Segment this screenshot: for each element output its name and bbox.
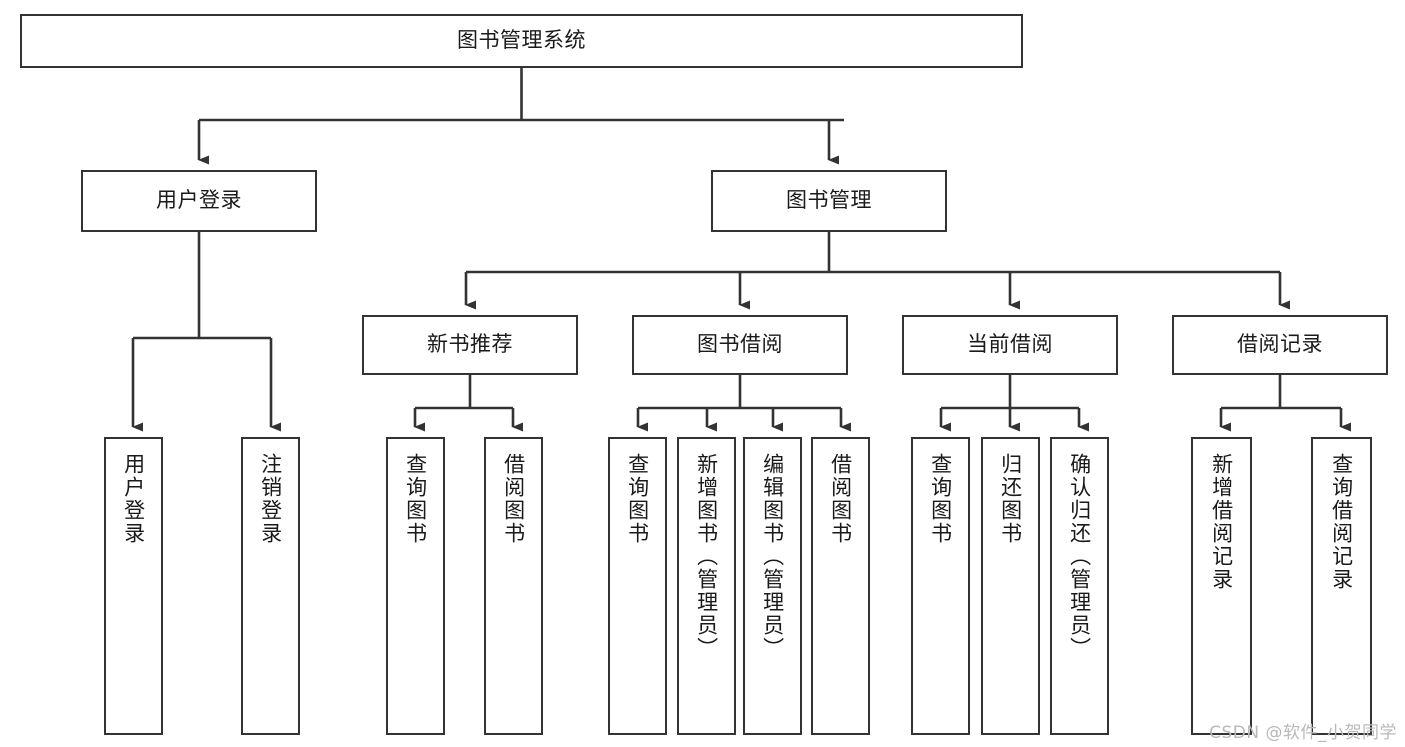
node-label: 图书管理 [786,188,872,213]
leaf-current-borrow-return[interactable]: 归还图书 [981,437,1040,735]
node-user-login[interactable]: 用户登录 [81,170,317,232]
node-label: 图书借阅 [697,332,783,357]
node-book-borrow[interactable]: 图书借阅 [632,315,848,375]
node-label: 图书管理系统 [457,28,586,53]
node-label: 借阅图书 [501,453,526,545]
node-label: 借阅记录 [1237,332,1323,357]
leaf-new-book-query[interactable]: 查询图书 [386,437,445,735]
node-book-management[interactable]: 图书管理 [711,170,947,232]
node-label: 注销登录 [258,453,283,545]
node-book-management-system[interactable]: 图书管理系统 [20,14,1023,68]
node-label: 当前借阅 [967,332,1053,357]
node-label: 查询图书 [625,453,650,545]
node-label: 编辑图书（管理员） [760,453,785,660]
node-label: 归还图书 [998,453,1023,545]
leaf-book-borrow-query[interactable]: 查询图书 [608,437,667,735]
node-label: 借阅图书 [828,453,853,545]
leaf-borrow-record-add[interactable]: 新增借阅记录 [1191,437,1252,735]
node-label: 新增图书（管理员） [694,453,719,660]
leaf-user-login-login[interactable]: 用户登录 [104,437,163,735]
node-label: 查询借阅记录 [1329,453,1354,591]
leaf-user-login-logout[interactable]: 注销登录 [241,437,300,735]
leaf-book-borrow-edit[interactable]: 编辑图书（管理员） [743,437,802,735]
leaf-new-book-borrow[interactable]: 借阅图书 [484,437,543,735]
node-label: 确认归还（管理员） [1067,453,1092,660]
leaf-current-borrow-query[interactable]: 查询图书 [911,437,970,735]
node-new-book-recommend[interactable]: 新书推荐 [362,315,578,375]
leaf-book-borrow-borrow[interactable]: 借阅图书 [811,437,870,735]
node-label: 用户登录 [121,453,146,545]
node-current-borrow[interactable]: 当前借阅 [902,315,1118,375]
leaf-book-borrow-add[interactable]: 新增图书（管理员） [677,437,736,735]
node-label: 查询图书 [928,453,953,545]
node-label: 查询图书 [403,453,428,545]
leaf-borrow-record-query[interactable]: 查询借阅记录 [1311,437,1372,735]
node-label: 用户登录 [156,188,242,213]
node-label: 新增借阅记录 [1209,453,1234,591]
leaf-current-borrow-confirm-return[interactable]: 确认归还（管理员） [1050,437,1109,735]
node-borrow-record[interactable]: 借阅记录 [1172,315,1388,375]
node-label: 新书推荐 [427,332,513,357]
